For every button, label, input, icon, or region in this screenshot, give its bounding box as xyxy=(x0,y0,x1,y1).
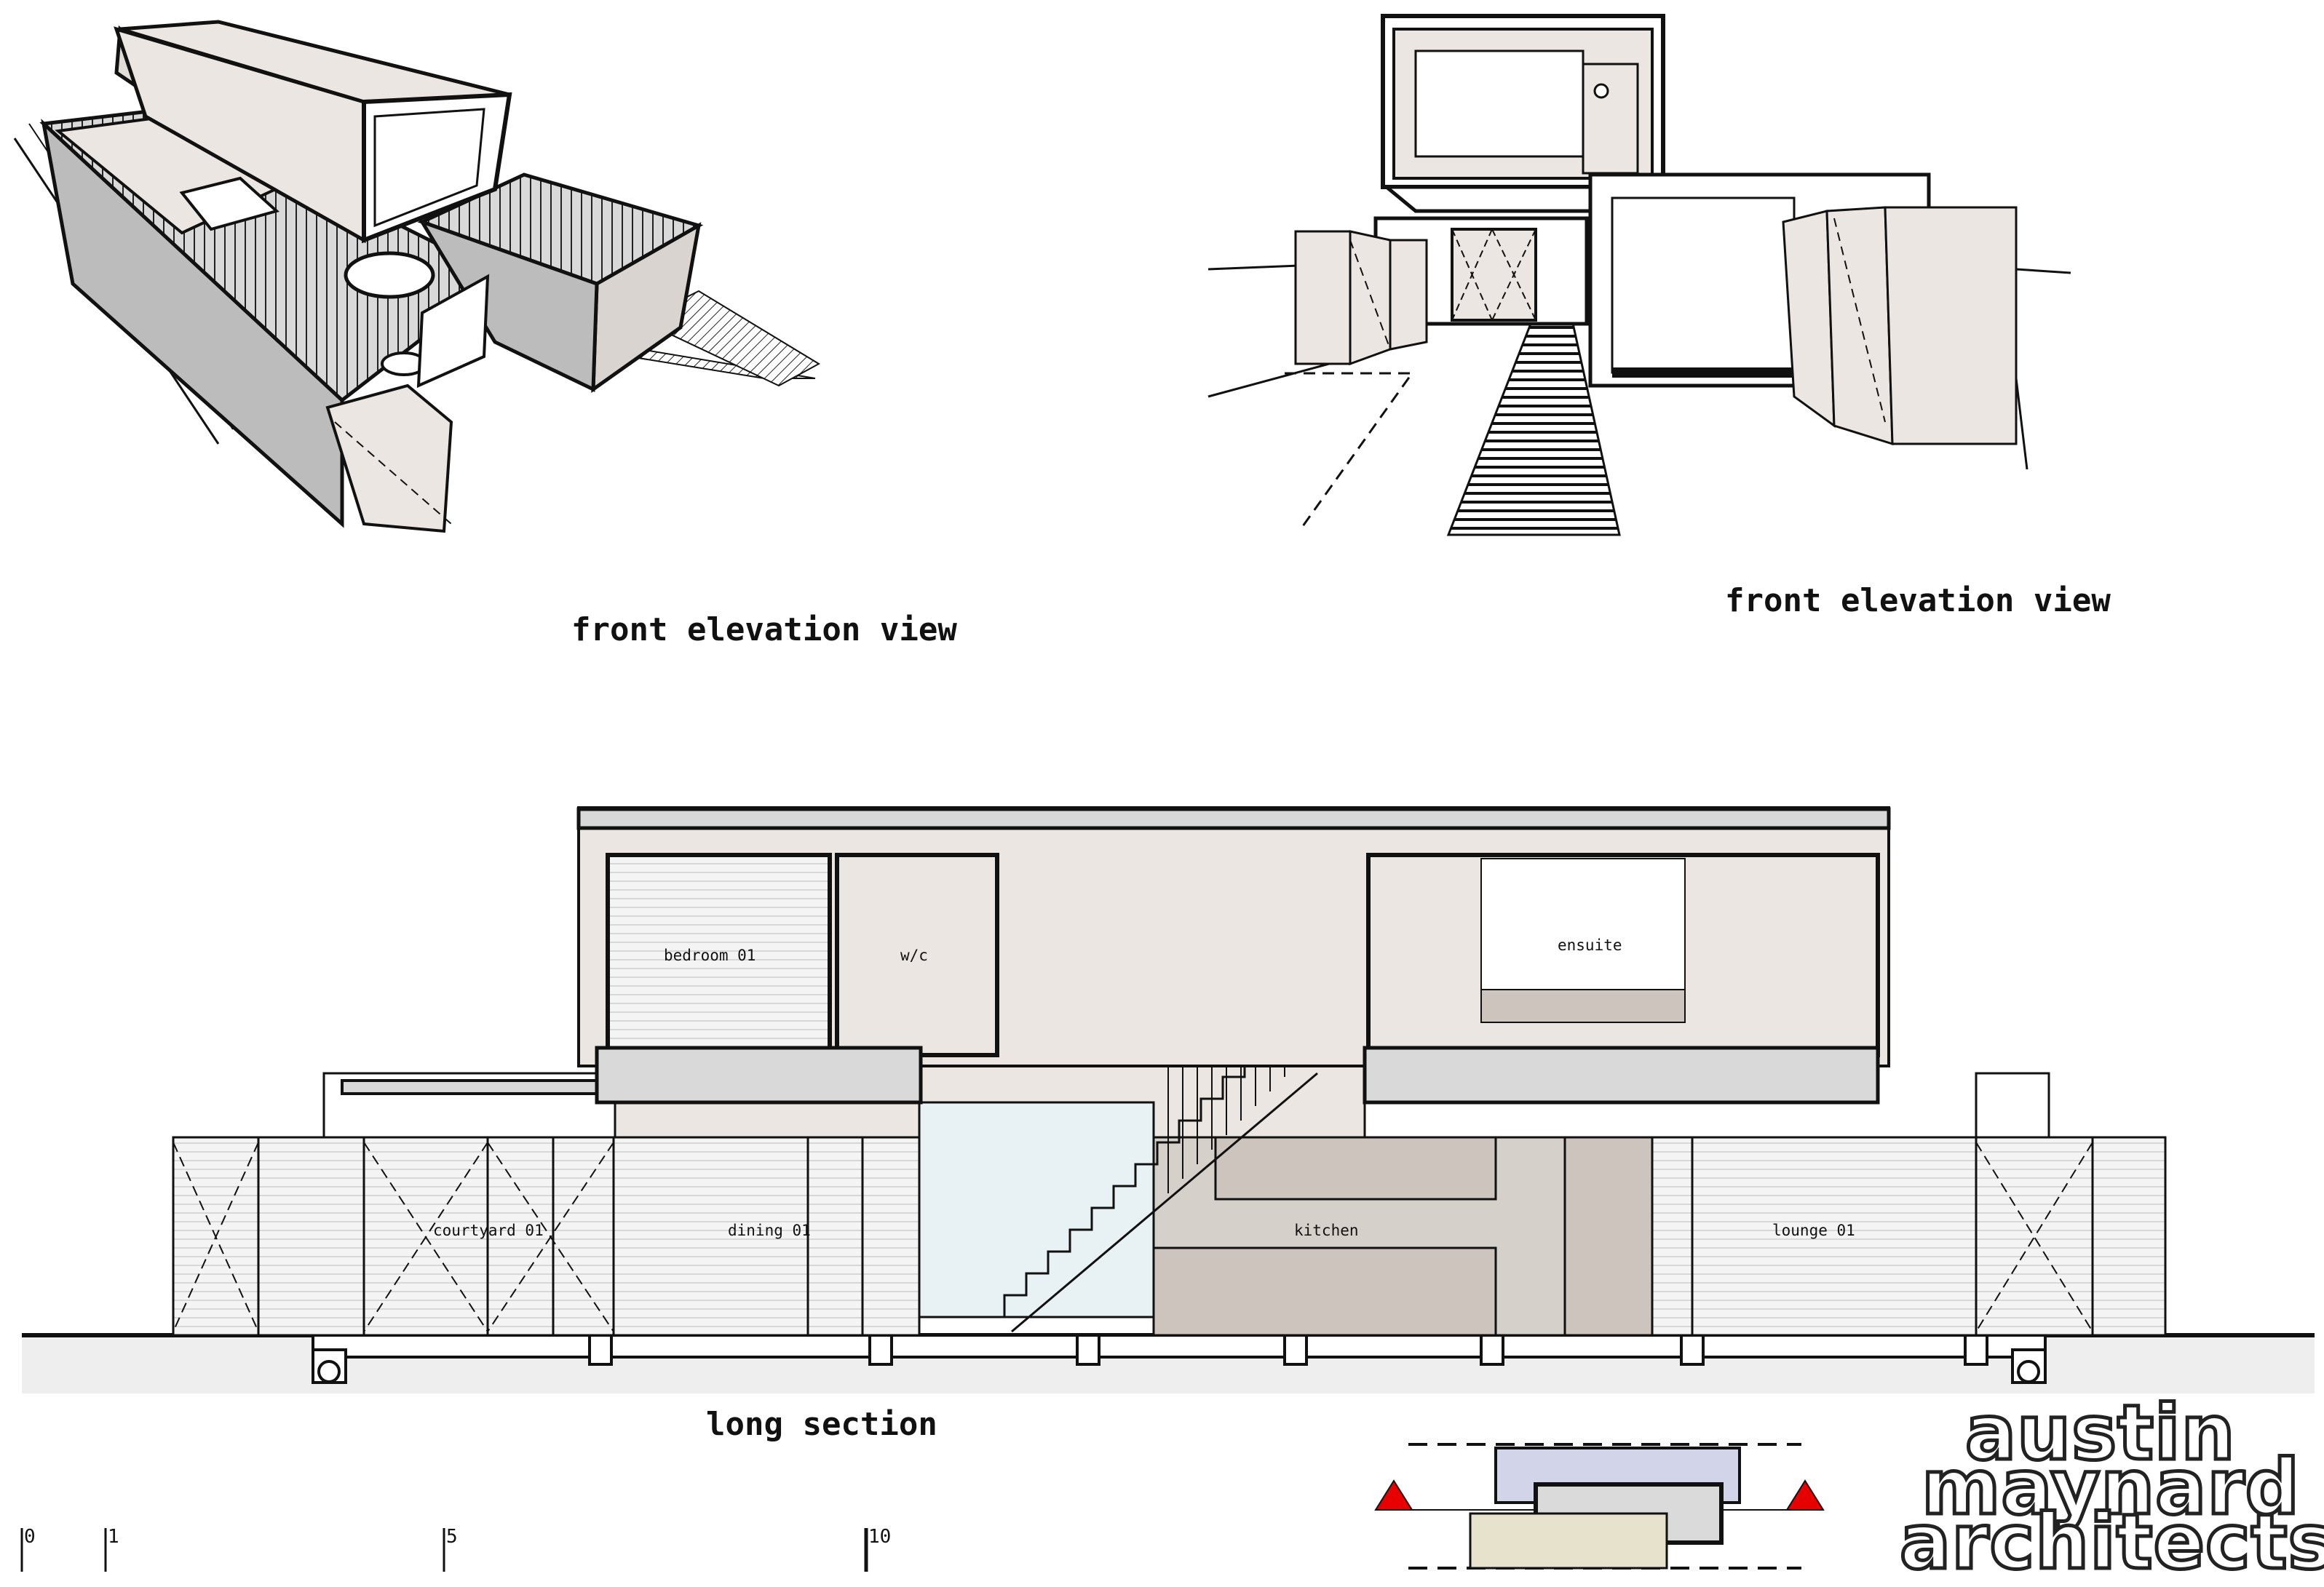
persp-dashed-path xyxy=(1285,372,1414,532)
iso-caption: front elevation view xyxy=(571,611,957,648)
section-kitchen-upper xyxy=(1214,1136,1497,1201)
section-bed xyxy=(1480,858,1686,990)
section-entry-glass xyxy=(918,1101,1155,1318)
label-kitchen: kitchen xyxy=(1294,1222,1359,1239)
persp-left-screen-3 xyxy=(1389,239,1428,351)
section-caption: long section xyxy=(706,1406,937,1443)
persp-porthole xyxy=(1593,83,1609,99)
persp-right-glass xyxy=(1611,196,1796,374)
persp-left-screen-1 xyxy=(1294,230,1352,365)
long-section xyxy=(22,806,2315,1393)
label-bedroom: bedroom 01 xyxy=(664,947,756,964)
persp-upper-glass xyxy=(1414,49,1585,158)
section-floor-right xyxy=(1363,1046,1880,1105)
perspective-view xyxy=(1207,14,2071,536)
scale-tick-5: 5 xyxy=(446,1526,458,1548)
section-pantry xyxy=(1563,1136,1654,1337)
section-screen-dining xyxy=(612,1136,921,1337)
label-wc: w/c xyxy=(900,947,928,964)
persp-door-x4 xyxy=(1491,228,1536,321)
persp-right-screen-3 xyxy=(1884,206,2018,445)
iso-skylight-opening xyxy=(179,176,280,231)
scale-tick-0: 0 xyxy=(24,1526,36,1548)
iso-doorway xyxy=(416,274,490,389)
persp-right-floor xyxy=(1612,367,1794,378)
section-screen-right xyxy=(1975,1136,2167,1337)
persp-door-x2 xyxy=(1451,228,1493,321)
firm-logo: austin maynard architects xyxy=(1898,1387,2324,1587)
persp-right-screen-1 xyxy=(1782,210,1836,429)
persp-left-screen-dash xyxy=(1349,239,1391,350)
section-slab xyxy=(312,1334,2047,1359)
label-ensuite: ensuite xyxy=(1558,936,1622,954)
scale-bar xyxy=(20,1528,868,1572)
section-canopy-beam xyxy=(341,1079,616,1095)
section-footings xyxy=(312,1334,2047,1384)
label-dining: dining 01 xyxy=(728,1222,811,1239)
section-right-canopy xyxy=(1975,1072,2050,1139)
persp-upper-door xyxy=(1582,63,1639,175)
persp-right-screen-2 xyxy=(1825,206,1894,446)
scale-tick-1: 1 xyxy=(108,1526,119,1548)
persp-horizon-left xyxy=(1207,264,1300,271)
persp-horizon-right xyxy=(2015,268,2071,274)
persp-ground-right xyxy=(2015,378,2028,470)
persp-entry-door xyxy=(1451,228,1537,322)
label-lounge: lounge 01 xyxy=(1772,1222,1855,1239)
logo-line-2: maynard xyxy=(1922,1443,2300,1532)
iso-front-block xyxy=(325,383,453,533)
section-bed-base xyxy=(1480,989,1686,1023)
section-marker-right xyxy=(1785,1479,1825,1511)
iso-dashed-door xyxy=(334,421,452,525)
logo-line-3: architects xyxy=(1900,1497,2324,1586)
section-kitchen-bench xyxy=(1152,1246,1497,1337)
section-marker-left xyxy=(1374,1479,1413,1511)
iso-roof-void xyxy=(344,251,435,299)
isometric-view xyxy=(13,20,821,533)
persp-left-screen-2 xyxy=(1349,230,1392,366)
iso-end-glazing xyxy=(373,108,485,228)
scale-tick-10: 10 xyxy=(868,1526,891,1548)
keyplan-low-block xyxy=(1469,1512,1668,1570)
section-screen-mullions xyxy=(257,1137,2094,1335)
section-screen-lounge xyxy=(1651,1136,1978,1337)
section-screen-left xyxy=(172,1136,615,1337)
persp-right-screen-dash xyxy=(1833,218,1886,423)
label-courtyard: courtyard 01 xyxy=(433,1222,544,1239)
section-floor-left xyxy=(595,1046,923,1105)
key-plan xyxy=(1374,1443,1825,1570)
section-stair-stringer xyxy=(1011,1072,1318,1333)
section-wc xyxy=(835,853,999,1057)
section-screen-dashes xyxy=(172,1142,2093,1332)
persp-caption: front elevation view xyxy=(1725,582,2111,619)
logo-line-1: austin xyxy=(1965,1388,2236,1477)
section-roof-beam xyxy=(576,807,1891,830)
